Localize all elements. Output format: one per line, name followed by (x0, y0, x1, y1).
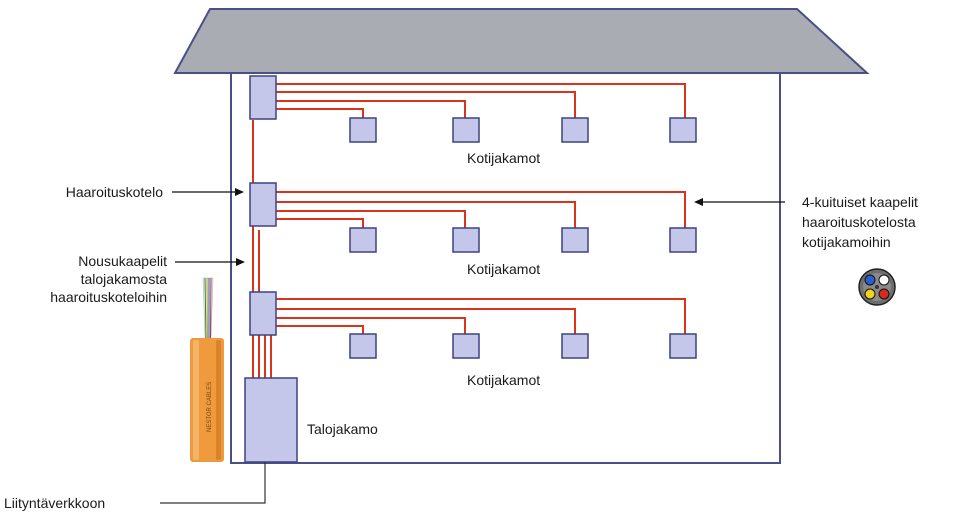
haaroituskotelo-label: Haaroituskotelo (66, 184, 163, 200)
home-box (452, 117, 480, 143)
riser-cable-sample: NESTOR CABLES (190, 277, 224, 462)
kaapelit-label-line-3: kotijakamoihin (802, 234, 891, 250)
kotijakamot-label-floor-2: Kotijakamot (467, 261, 540, 277)
home-box (561, 333, 589, 359)
home-box (669, 117, 697, 143)
floor-3-cables (276, 298, 686, 334)
splitter-box-floor-2 (249, 182, 277, 227)
nousukaapelit-label-line-2: talojakamosta (81, 271, 168, 287)
splitter-box-floor-1 (249, 75, 277, 120)
home-boxes (349, 117, 697, 359)
home-box (349, 117, 377, 143)
nousukaapelit-label-line-3: haaroituskoteloihin (50, 289, 167, 305)
home-box (561, 117, 589, 143)
nousukaapelit-label-line-1: Nousukaapelit (78, 253, 167, 269)
talojakamo-box (244, 377, 298, 463)
kotijakamot-label-floor-1: Kotijakamot (467, 150, 540, 166)
cable-brand-text: NESTOR CABLES (207, 382, 213, 432)
floor-2-cables (276, 191, 686, 228)
home-box (561, 227, 589, 253)
home-box (349, 227, 377, 253)
kotijakamot-label-floor-3: Kotijakamot (467, 372, 540, 388)
home-box (669, 333, 697, 359)
home-box (452, 227, 480, 253)
pointer-arrows (172, 188, 785, 266)
home-box (452, 333, 480, 359)
cable-cross-section-icon (858, 268, 896, 306)
kaapelit-label-line-1: 4-kuituiset kaapelit (802, 194, 918, 210)
splitter-box-floor-3 (249, 291, 277, 336)
house-roof (173, 8, 870, 74)
liityntaverkkoon-label: Liityntäverkkoon (4, 495, 105, 511)
home-box (349, 333, 377, 359)
kaapelit-label-line-2: haaroituskotelosta (802, 214, 916, 230)
floor-1-cables (276, 83, 686, 118)
home-box (669, 227, 697, 253)
talojakamo-label: Talojakamo (307, 421, 378, 437)
access-network-line (160, 462, 266, 504)
